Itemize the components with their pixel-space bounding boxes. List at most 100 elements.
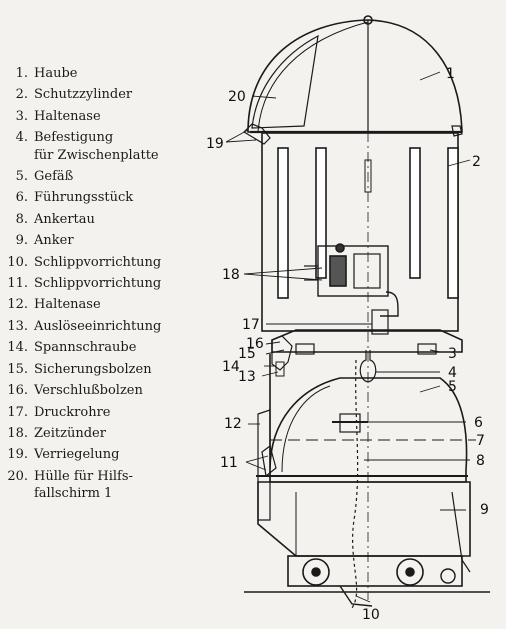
legend-item: 11. Schlippvorrichtung bbox=[6, 273, 196, 294]
legend-item-continuation: für Zwischenplatte bbox=[6, 145, 196, 166]
legend-number: 19. bbox=[7, 447, 28, 463]
legend-number: 17. bbox=[7, 404, 28, 420]
legend-number: 10. bbox=[7, 254, 28, 270]
legend-number: 6. bbox=[15, 190, 28, 206]
intermediate-plate bbox=[271, 329, 463, 353]
legend-item: 9. Anker bbox=[6, 230, 196, 251]
legend-label: Zeitzünder bbox=[34, 425, 106, 441]
legend-label: Schlippvorrichtung bbox=[34, 254, 162, 270]
protective-cylinder bbox=[261, 132, 459, 332]
legend-item: 10. Schlippvorrichtung bbox=[6, 252, 196, 273]
plate-attachment bbox=[359, 350, 377, 383]
callout-3: 3 bbox=[448, 346, 457, 362]
vessel-dome bbox=[281, 385, 331, 473]
legend-number: 5. bbox=[15, 169, 28, 185]
callout-4: 4 bbox=[448, 365, 457, 381]
leader-line bbox=[261, 371, 279, 377]
legend-number: 9. bbox=[15, 233, 28, 249]
legend-item-continuation: fallschirm 1 bbox=[6, 483, 196, 504]
legend-label: Hülle für Hilfs- bbox=[34, 468, 133, 484]
callout-18: 18 bbox=[222, 267, 240, 283]
pressure-tube-fitting bbox=[371, 309, 389, 335]
legend-label: Auslöseeinrichtung bbox=[34, 318, 162, 334]
leader-line bbox=[355, 595, 371, 603]
legend-item: 14. Spannschraube bbox=[6, 337, 196, 358]
legend-number: 2. bbox=[15, 87, 28, 103]
legend-item: 5. Gefäß bbox=[6, 166, 196, 187]
holding-lug bbox=[295, 343, 315, 355]
legend-label: Spannschraube bbox=[34, 340, 137, 356]
wheel bbox=[396, 558, 424, 586]
legend-number: 8. bbox=[15, 211, 28, 227]
wheel-hub bbox=[311, 567, 321, 577]
callout-15: 15 bbox=[238, 346, 256, 362]
legend-label: Haube bbox=[34, 66, 78, 81]
cylinder-slot bbox=[277, 147, 289, 299]
legend-label: Verschlußbolzen bbox=[34, 383, 143, 399]
hood-top-bolt bbox=[363, 15, 373, 25]
callout-8: 8 bbox=[476, 453, 485, 469]
leader-line bbox=[265, 349, 285, 355]
base-frame bbox=[287, 555, 463, 587]
legend-label: Haltenase bbox=[34, 297, 101, 313]
legend-item: 13. Auslöseeinrichtung bbox=[6, 316, 196, 337]
legend-label: Gefäß bbox=[34, 169, 74, 185]
locking-device bbox=[243, 123, 271, 145]
callout-7: 7 bbox=[476, 433, 485, 449]
legend-item: 4.Befestigung bbox=[6, 127, 196, 148]
legend-label: Verriegelung bbox=[34, 447, 120, 463]
legend-label: Anker bbox=[34, 233, 74, 249]
legend-label: für Zwischenplatte bbox=[34, 147, 159, 163]
callout-16: 16 bbox=[246, 336, 264, 352]
legend-number: 15. bbox=[7, 361, 28, 377]
legend-label: Sicherungsbolzen bbox=[34, 361, 152, 377]
leader-line bbox=[243, 267, 323, 281]
legend-number: 12. bbox=[7, 297, 28, 313]
callout-10: 10 bbox=[362, 607, 380, 623]
legend-item: 1. Haube bbox=[6, 63, 196, 84]
callout-13: 13 bbox=[238, 369, 256, 385]
leader-line bbox=[251, 95, 277, 99]
callout-17: 17 bbox=[242, 317, 260, 333]
legend-item: 8. Ankertau bbox=[6, 209, 196, 230]
legend-number: 13. bbox=[7, 318, 28, 334]
wheel bbox=[302, 558, 330, 586]
callout-11: 11 bbox=[220, 455, 238, 471]
callout-1: 1 bbox=[446, 66, 455, 82]
parts-legend: 1.Haube 2.Schutzzylinder 3.Haltenase 4.B… bbox=[6, 63, 196, 505]
legend-number: 20. bbox=[7, 468, 28, 484]
leader-line bbox=[265, 341, 281, 345]
legend-item: 17.Druckrohre bbox=[6, 402, 196, 423]
legend-label: Ankertau bbox=[34, 211, 95, 227]
callout-5: 5 bbox=[448, 379, 457, 395]
small-wheel bbox=[440, 568, 456, 584]
anchor-body bbox=[257, 481, 471, 557]
legend-label: fallschirm 1 bbox=[34, 486, 113, 502]
callout-6: 6 bbox=[474, 415, 483, 431]
bottom-slip-device bbox=[339, 585, 373, 607]
legend-item: 12. Haltenase bbox=[6, 294, 196, 315]
callout-19: 19 bbox=[206, 136, 224, 152]
legend-number: 1. bbox=[15, 66, 28, 81]
legend-number: 4. bbox=[15, 130, 28, 146]
callout-20: 20 bbox=[228, 89, 246, 105]
tension-screw bbox=[275, 361, 285, 377]
legend-number: 14. bbox=[7, 340, 28, 356]
cylinder-slot bbox=[409, 147, 421, 279]
auxiliary-parachute-cover bbox=[251, 34, 319, 129]
legend-number: 16. bbox=[7, 383, 28, 399]
leader-line bbox=[225, 129, 257, 143]
legend-item: 15. Sicherungsbolzen bbox=[6, 359, 196, 380]
release-mechanism bbox=[271, 335, 293, 371]
vessel-body bbox=[269, 354, 468, 483]
legend-label: Schlippvorrichtung bbox=[34, 276, 162, 292]
right-locking-device bbox=[451, 125, 463, 137]
legend-item: 16. Verschlußbolzen bbox=[6, 380, 196, 401]
legend-item: 20. Hülle für Hilfs- bbox=[6, 466, 196, 487]
anchor-release-arm bbox=[451, 491, 471, 573]
legend-number: 3. bbox=[15, 108, 28, 124]
callout-2: 2 bbox=[472, 154, 481, 170]
legend-number: 11. bbox=[7, 276, 28, 292]
wheel-hub bbox=[405, 567, 415, 577]
